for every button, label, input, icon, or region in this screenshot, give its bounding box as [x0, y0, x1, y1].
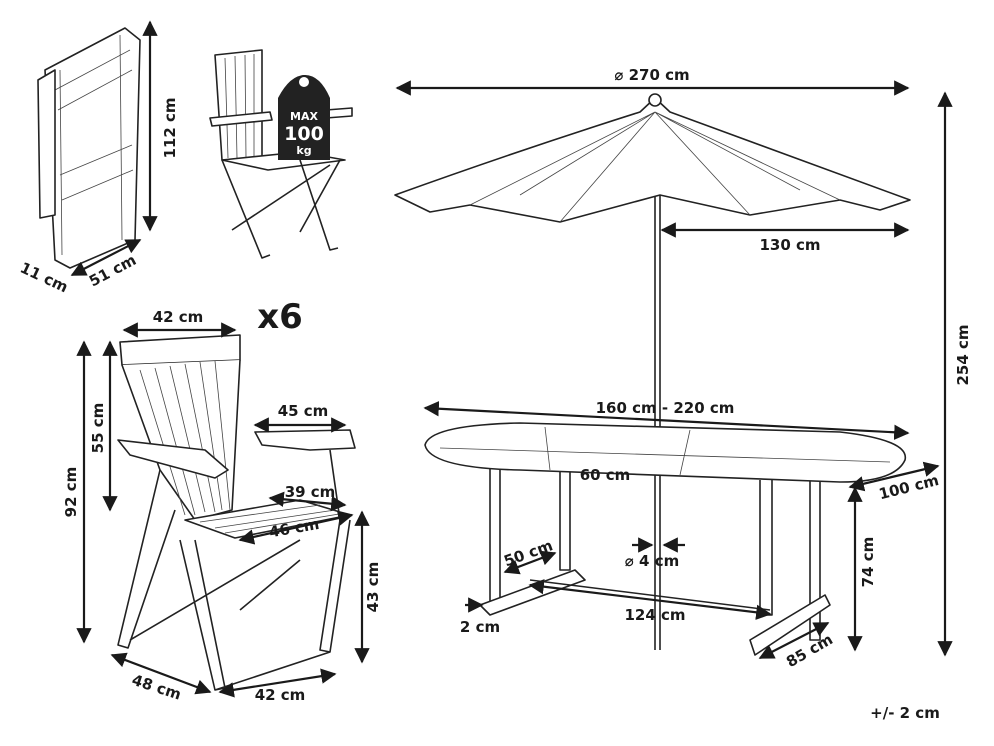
- folded-width-arrow: [70, 239, 142, 276]
- chair-depth-label: 48 cm: [130, 671, 184, 704]
- base-width-arrow: [758, 622, 830, 659]
- leg-depth-arrow: [503, 550, 557, 575]
- leg-span-label: 124 cm: [624, 606, 685, 624]
- svg-text:kg: kg: [296, 144, 311, 157]
- table-extension-label: 60 cm: [580, 466, 631, 484]
- umbrella-height-label: 254 cm: [954, 324, 972, 385]
- seat-depth-label: 39 cm: [285, 483, 336, 501]
- chair-width-label: 42 cm: [255, 686, 306, 704]
- seat-width-arrow: [238, 510, 354, 545]
- chair-width-arrow: [218, 668, 337, 698]
- umbrella-drawing: [394, 93, 911, 650]
- tolerance-label: +/- 2 cm: [870, 704, 940, 722]
- max-load-badge: MAX 100 kg: [278, 75, 330, 160]
- table-width-arrow: [848, 461, 940, 492]
- svg-text:100: 100: [284, 123, 324, 145]
- quantity-label: x6: [257, 297, 303, 337]
- total-height-label: 92 cm: [62, 467, 80, 518]
- table-height-label: 74 cm: [859, 537, 877, 588]
- pole-diameter-label: ⌀ 4 cm: [625, 552, 679, 570]
- folded-chair-drawing: [37, 27, 141, 269]
- back-height-label: 55 cm: [89, 403, 107, 454]
- umbrella-diameter-label: ⌀ 270 cm: [614, 66, 689, 84]
- chair-drawing: [117, 334, 356, 691]
- leg-depth-label: 50 cm: [501, 536, 555, 570]
- folded-height-label: 112 cm: [161, 97, 179, 158]
- table-length-label: 160 cm - 220 cm: [596, 399, 735, 417]
- back-width-label: 42 cm: [153, 308, 204, 326]
- chair-depth-arrow: [110, 652, 212, 695]
- umbrella-radius-label: 130 cm: [759, 236, 820, 254]
- table-length-arrow: [423, 401, 910, 440]
- seat-depth-arrow: [268, 491, 347, 512]
- seat-height-label: 43 cm: [364, 562, 382, 613]
- foot-label: 2 cm: [460, 618, 500, 636]
- armrest-label: 45 cm: [278, 402, 329, 420]
- svg-text:MAX: MAX: [290, 110, 318, 123]
- leg-span-arrow: [528, 579, 772, 620]
